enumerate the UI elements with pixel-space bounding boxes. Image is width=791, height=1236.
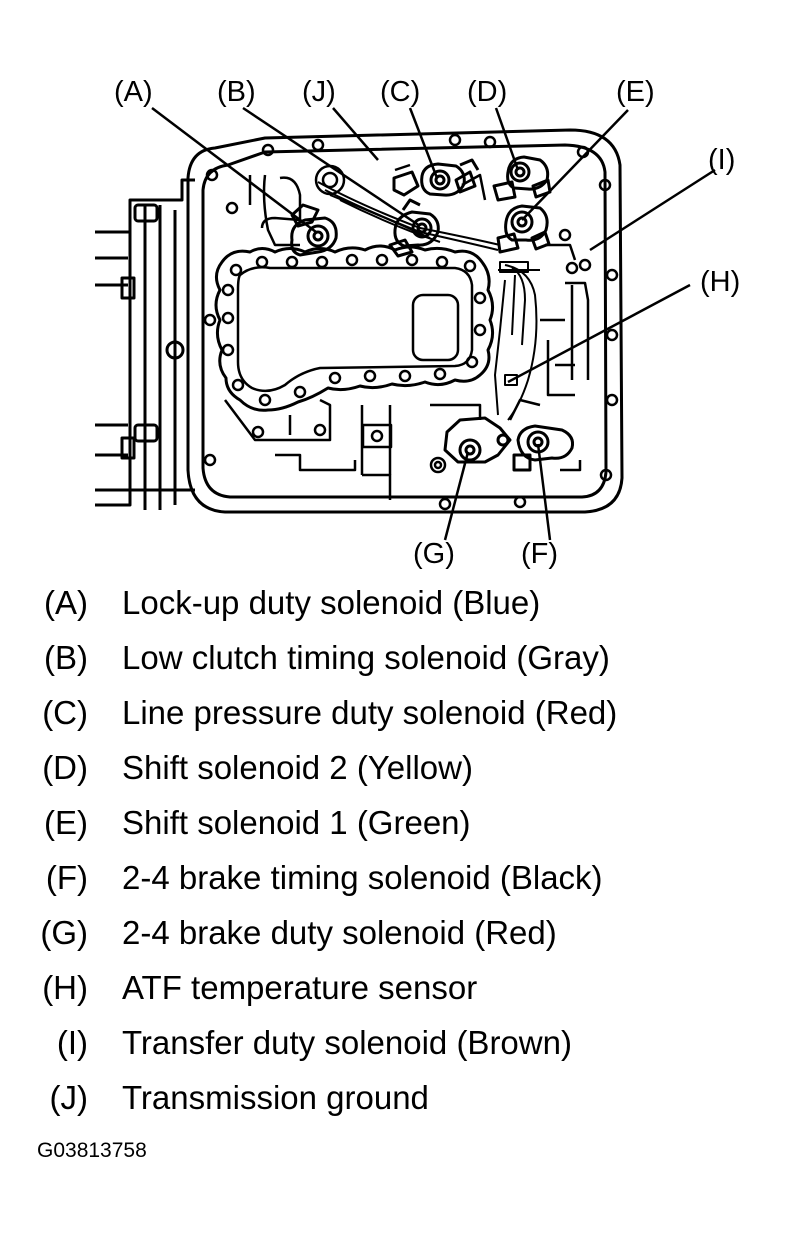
solenoid-e: [496, 204, 551, 254]
legend-text: 2-4 brake duty solenoid (Red): [122, 914, 557, 951]
callout-label-c: (C): [380, 76, 420, 108]
strainer-gasket: [214, 244, 495, 412]
legend-row-a: (A) Lock-up duty solenoid (Blue): [0, 578, 791, 628]
legend-row-d: (D) Shift solenoid 2 (Yellow): [0, 743, 791, 793]
callout-label-d: (D): [467, 76, 507, 108]
figure-id: G03813758: [37, 1139, 147, 1162]
legend-key: (J): [49, 1079, 88, 1116]
legend-row-i: (I) Transfer duty solenoid (Brown): [0, 1018, 791, 1068]
legend-row-g: (G) 2-4 brake duty solenoid (Red): [0, 908, 791, 958]
legend-key: (C): [42, 694, 88, 731]
legend-row-e: (E) Shift solenoid 1 (Green): [0, 798, 791, 848]
callout-label-g: (G): [413, 538, 455, 570]
legend-text: Lock-up duty solenoid (Blue): [122, 584, 541, 621]
transmission-case: [95, 178, 195, 510]
oil-pan-flange: [186, 128, 624, 514]
legend-key: (B): [44, 639, 88, 676]
legend-key: (E): [44, 804, 88, 841]
legend-key: (G): [40, 914, 88, 951]
legend-text: Shift solenoid 2 (Yellow): [122, 749, 473, 786]
legend-key: (D): [42, 749, 88, 786]
legend-key: (I): [56, 1024, 88, 1061]
callout-labels: (A) (B) (J) (C) (D) (E) (I) (H) (G) (F): [114, 76, 740, 570]
valve-body-details: [224, 163, 590, 500]
legend-row-c: (C) Line pressure duty solenoid (Red): [0, 688, 791, 738]
legend-row-h: (H) ATF temperature sensor: [0, 963, 791, 1013]
callout-label-j: (J): [302, 76, 336, 108]
legend-key: (H): [42, 969, 88, 1006]
legend-text: Transfer duty solenoid (Brown): [122, 1024, 572, 1061]
valve-body-diagram: (A) (B) (J) (C) (D) (E) (I) (H) (G) (F): [95, 76, 740, 570]
solenoid-f: [512, 424, 574, 472]
callout-label-i: (I): [708, 144, 735, 176]
legend-text: Shift solenoid 1 (Green): [122, 804, 471, 841]
legend-text: Transmission ground: [122, 1079, 429, 1116]
legend-text: Line pressure duty solenoid (Red): [122, 694, 618, 731]
wiring-harness: [317, 181, 540, 421]
callout-label-a: (A): [114, 76, 153, 108]
callout-label-e: (E): [616, 76, 655, 108]
legend-row-b: (B) Low clutch timing solenoid (Gray): [0, 633, 791, 683]
legend-text: ATF temperature sensor: [122, 969, 478, 1006]
legend-row-f: (F) 2-4 brake timing solenoid (Black): [0, 853, 791, 903]
callout-label-f: (F): [521, 538, 558, 570]
callout-label-h: (H): [700, 266, 740, 298]
gasket-bolts: [221, 253, 487, 407]
legend-text: Low clutch timing solenoid (Gray): [122, 639, 610, 676]
solenoid-d: [492, 155, 552, 202]
legend-row-j: (J) Transmission ground: [0, 1073, 791, 1123]
legend-text: 2-4 brake timing solenoid (Black): [122, 859, 603, 896]
leader-lines: [151, 106, 716, 541]
solenoid-a: [290, 203, 338, 257]
legend-key: (A): [44, 584, 88, 621]
solenoid-g: [443, 416, 512, 464]
callout-label-b: (B): [217, 76, 256, 108]
legend-key: (F): [45, 859, 88, 896]
